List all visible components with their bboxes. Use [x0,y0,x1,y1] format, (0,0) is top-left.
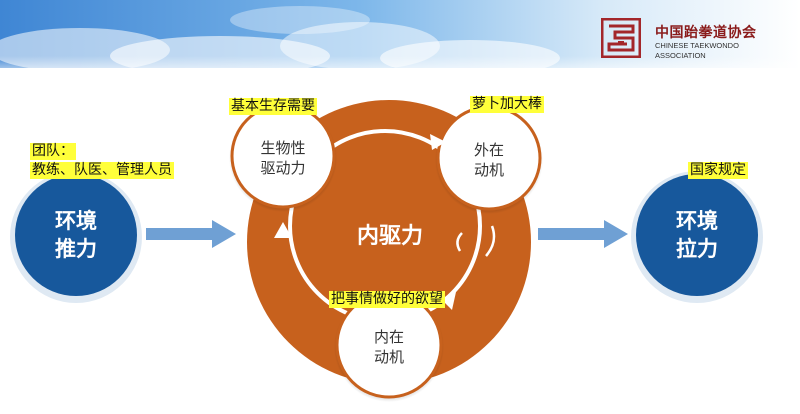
internal-motive-label: 内在 动机 [373,328,404,366]
sky-header-banner [0,0,800,80]
logo-chinese-name: 中国跆拳道协会 [655,25,757,41]
association-logo-icon [601,18,641,58]
environment-pull-label: 环境 拉力 [676,209,718,261]
national-rules-label: 国家规定 [688,162,748,179]
core-decoration-mark [456,232,463,252]
pull-arrow [538,220,628,248]
logo-english-name-line2: ASSOCIATION [655,51,706,60]
team-label-line1: 团队： [30,143,76,160]
environment-push-label: 环境 推力 [55,209,97,261]
push-arrow [146,220,236,248]
bio-drive-label: 生物性 驱动力 [260,139,306,177]
team-label-line2: 教练、队医、管理人员 [30,162,174,179]
basic-needs-label: 基本生存需要 [229,98,317,115]
external-motive-label: 外在 动机 [473,141,504,179]
desire-label: 把事情做好的欲望 [329,291,445,308]
cycle-arrow-left [274,222,292,238]
logo-english-name-line1: CHINESE TAEKWONDO [655,41,739,50]
carrot-stick-label: 萝卜加大棒 [470,96,544,113]
cycle-arrow-top [430,134,446,150]
cycle-arrow-right [442,292,456,310]
environment-push-circle [15,174,137,296]
environment-pull-circle [636,174,758,296]
core-drive-label: 内驱力 [356,224,423,249]
